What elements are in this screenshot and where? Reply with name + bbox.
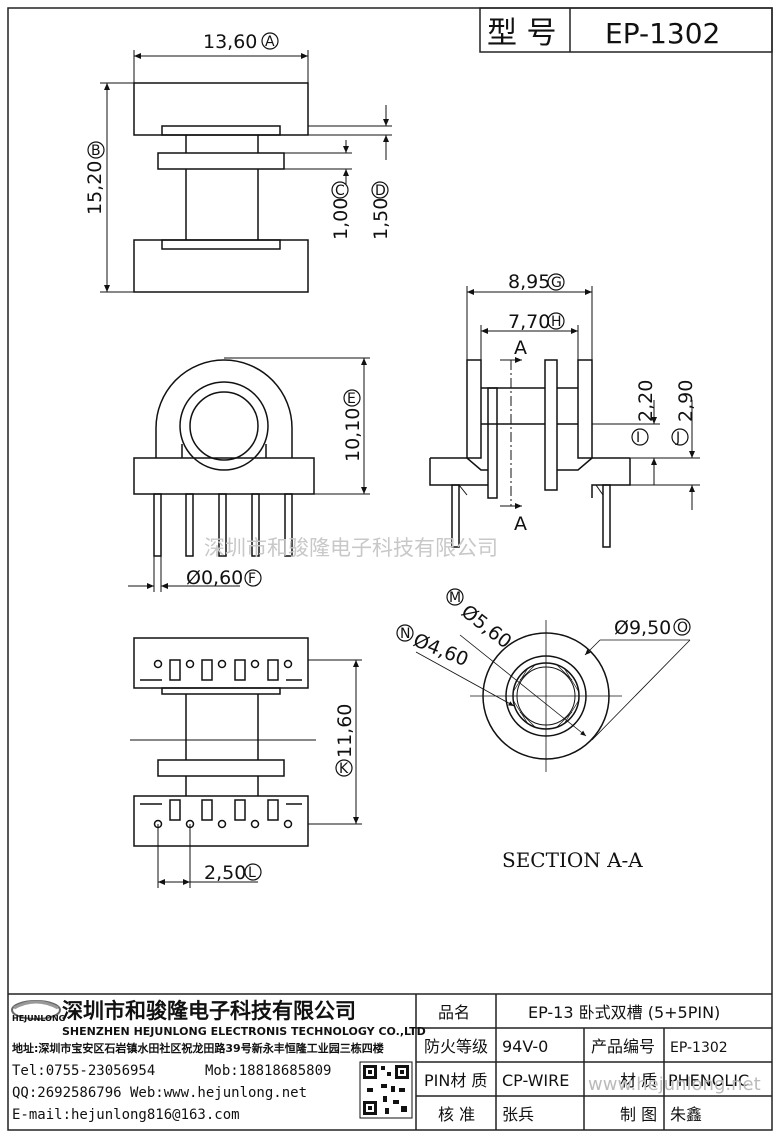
svg-text:HEJUNLONG: HEJUNLONG: [12, 1014, 65, 1023]
dim-i: 2,20: [635, 380, 657, 422]
model-label: 型 号: [487, 16, 557, 51]
callout-a: A: [261, 32, 279, 50]
company-email: E-mail:hejunlong816@163.com: [12, 1107, 240, 1123]
callout-h: H: [547, 312, 565, 330]
dim-height-b: 15,20: [84, 161, 106, 215]
sheet-border: [7, 7, 773, 1131]
callout-g: G: [547, 273, 565, 291]
company-logo: HEJUNLONG: [11, 1000, 65, 1023]
tb-draw-value: 朱鑫: [670, 1105, 702, 1124]
front-view: [128, 357, 370, 592]
svg-text:J: J: [675, 430, 680, 446]
svg-text:K: K: [339, 761, 349, 777]
tb-mat-label: 材 质: [620, 1071, 657, 1090]
dim-k: 11,60: [334, 704, 356, 758]
callout-k: K: [335, 759, 353, 777]
tb-check-value: 张兵: [502, 1105, 534, 1124]
svg-text:A: A: [265, 34, 275, 50]
svg-text:B: B: [91, 143, 101, 159]
model-header: 型 号 EP-1302: [479, 7, 773, 53]
company-qq-web: QQ:2692586796 Web:www.hejunlong.net: [12, 1085, 307, 1101]
svg-text:E: E: [347, 391, 356, 407]
callout-l: L: [244, 863, 262, 881]
company-name-en: SHENZHEN HEJUNLONG ELECTRONIS TECHNOLOGY…: [62, 1025, 426, 1038]
dim-d: 1,50: [370, 198, 392, 240]
company-mob: Mob:18818685809: [205, 1063, 331, 1079]
company-address: 地址:深圳市宝安区石岩镇水田社区祝龙田路39号新永丰恒隆工业园三栋四楼: [12, 1041, 384, 1055]
svg-text:D: D: [375, 183, 386, 199]
dim-pitch-l: 2,50: [204, 862, 246, 884]
watermark-top: 深圳市和骏隆电子科技有限公司: [204, 536, 498, 560]
company-name-cn: 深圳市和骏隆电子科技有限公司: [62, 999, 356, 1023]
svg-text:G: G: [551, 275, 562, 291]
callout-m: M: [446, 588, 464, 606]
tb-mat-value: PHENOLIC: [668, 1071, 749, 1090]
callout-i: I: [631, 428, 649, 446]
dim-c: 1,00: [330, 198, 352, 240]
callout-d: D: [371, 181, 389, 199]
svg-text:H: H: [551, 314, 562, 330]
side-view: [429, 286, 700, 548]
bottom-view: [130, 637, 362, 888]
svg-text:M: M: [449, 590, 461, 606]
tb-code-value: EP-1302: [670, 1040, 728, 1056]
dim-pin-f: Ø0,60: [186, 567, 243, 589]
top-view: [100, 50, 392, 293]
dia-m: Ø5,60: [457, 601, 516, 654]
tb-pin-label: PIN材 质: [424, 1071, 487, 1090]
tb-draw-label: 制 图: [620, 1105, 657, 1124]
tb-name-label: 品名: [438, 1003, 470, 1022]
svg-text:F: F: [248, 571, 256, 587]
section-label: SECTION A-A: [502, 848, 643, 872]
tb-code-label: 产品编号: [591, 1037, 655, 1056]
dim-width-a: 13,60: [203, 31, 257, 53]
tb-fire-value: 94V-0: [502, 1037, 548, 1056]
tb-pin-value: CP-WIRE: [502, 1071, 569, 1090]
svg-text:C: C: [335, 183, 345, 199]
callout-n: N: [396, 624, 414, 642]
company-tel: Tel:0755-23056954: [12, 1063, 155, 1079]
tb-name-value: EP-13 卧式双槽 (5+5PIN): [528, 1003, 720, 1022]
svg-text:O: O: [677, 620, 688, 636]
callout-f: F: [244, 569, 262, 587]
tb-check-label: 核 准: [438, 1105, 475, 1124]
dia-o: Ø9,50: [614, 617, 671, 639]
callout-e: E: [343, 389, 361, 407]
svg-text:L: L: [248, 865, 256, 881]
callout-o: O: [673, 618, 691, 636]
callout-b: B: [87, 141, 105, 159]
callout-c: C: [331, 181, 349, 199]
dim-g: 8,95: [508, 271, 550, 293]
tb-fire-label: 防火等级: [424, 1037, 488, 1056]
dim-e: 10,10: [342, 408, 364, 462]
svg-text:N: N: [400, 626, 410, 642]
svg-text:I: I: [636, 430, 640, 446]
section-mark-bottom: A: [514, 513, 527, 535]
model-value: EP-1302: [605, 17, 720, 50]
dia-n: Ø4,60: [410, 629, 471, 671]
qr-code: [359, 1061, 413, 1119]
section-mark-top: A: [514, 337, 527, 359]
section-view: [415, 620, 691, 772]
watermark-bottom: www.hejunlong.net: [588, 1074, 761, 1095]
dim-j: 2,90: [675, 380, 697, 422]
callout-j: J: [671, 428, 689, 446]
title-block: [8, 993, 772, 1130]
dim-h: 7,70: [508, 311, 550, 333]
